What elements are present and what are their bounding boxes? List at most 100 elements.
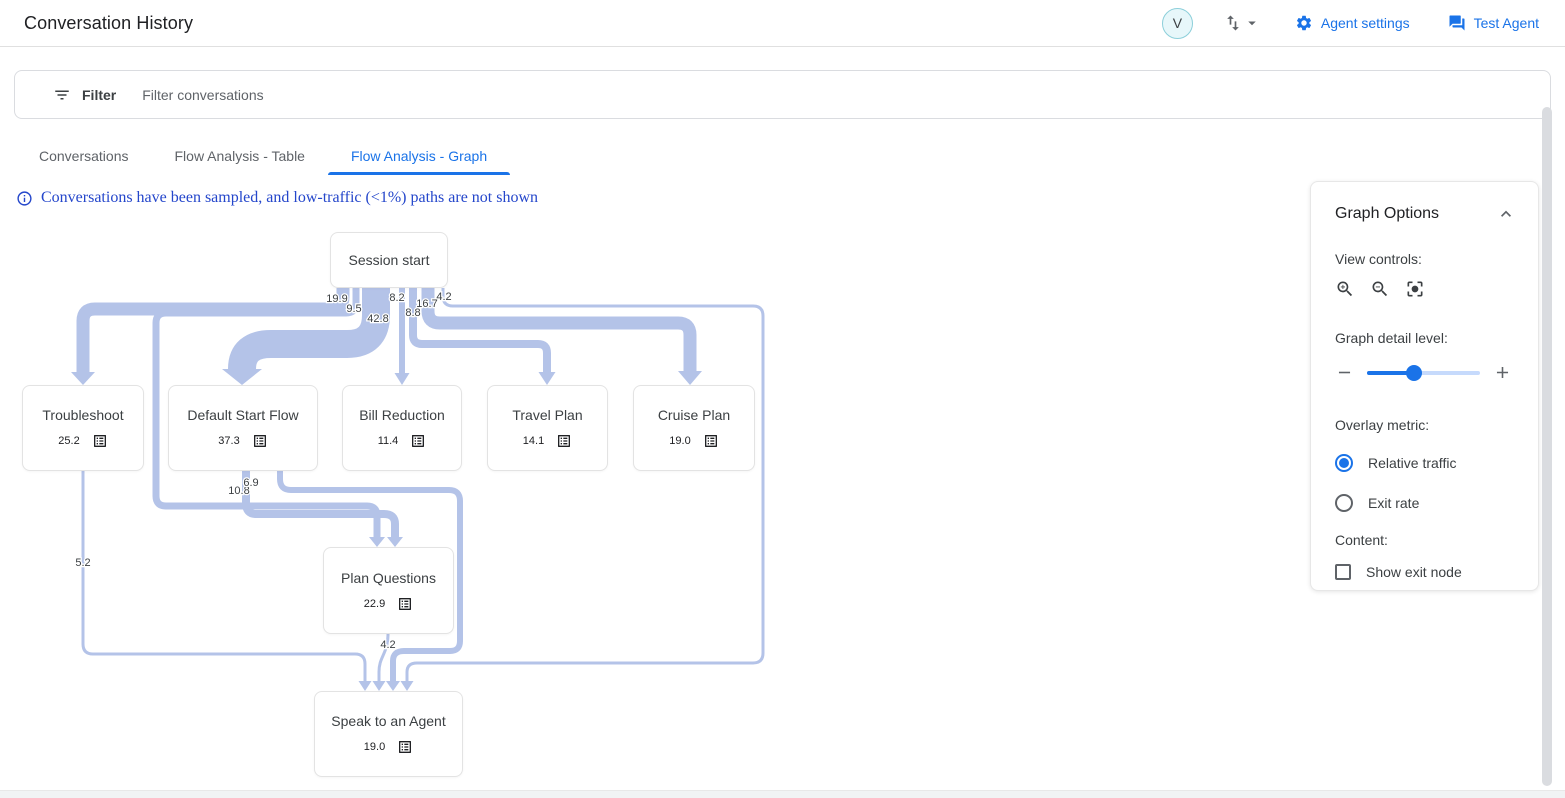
radio-relative-traffic[interactable]: Relative traffic [1335,443,1516,483]
flow-node-plan-questions[interactable]: Plan Questions 22.9 [323,547,454,634]
graph-detail-label: Graph detail level: [1335,330,1448,346]
edge-label: 6.9 [243,477,258,489]
flow-node-cruise-plan[interactable]: Cruise Plan 19.0 [633,385,755,471]
flow-node-bill-reduction[interactable]: Bill Reduction 11.4 [342,385,462,471]
edge-label: 9.5 [346,303,361,315]
node-traffic-value: 11.4 [377,435,399,447]
checkbox-show-exit-node[interactable] [1335,564,1351,580]
filter-input-placeholder[interactable]: Filter conversations [142,86,264,103]
list-alt-icon[interactable] [703,433,719,449]
node-title: Speak to an Agent [331,713,446,729]
node-title: Session start [348,252,430,268]
overlay-metric-label: Overlay metric: [1335,417,1430,433]
center-focus-icon[interactable] [1405,279,1425,299]
graph-detail-slider[interactable] [1367,364,1480,381]
node-title: Bill Reduction [359,407,445,423]
test-agent-button[interactable]: Test Agent [1448,14,1539,32]
flow-edge-session-start-to-cruise-plan [421,288,697,371]
flow-edge-arrowhead [372,681,386,691]
list-alt-icon[interactable] [92,433,108,449]
flow-edge-session-start-to-default-start-flow [228,288,390,371]
content-label: Content: [1335,532,1388,548]
agent-settings-button[interactable]: Agent settings [1295,14,1410,32]
list-alt-icon[interactable] [397,596,413,612]
flow-node-speak-to-an-agent[interactable]: Speak to an Agent 19.0 [314,691,463,777]
node-value-row: 19.0 [669,433,718,449]
agent-settings-label: Agent settings [1320,15,1410,31]
sampling-notice: Conversations have been sampled, and low… [16,189,538,207]
graph-detail-slider-row [1335,363,1516,382]
slider-thumb[interactable] [1406,364,1423,381]
edge-label: 42.8 [367,313,388,325]
node-title: Troubleshoot [42,407,124,423]
filter-bar[interactable]: Filter Filter conversations [14,70,1551,119]
node-title: Default Start Flow [187,407,299,423]
edge-label: 4.2 [380,639,395,651]
view-controls-label: View controls: [1335,251,1422,267]
checkbox-row-show-exit-node[interactable]: Show exit node [1335,564,1516,580]
flow-edge-arrowhead [358,681,372,691]
flow-node-troubleshoot[interactable]: Troubleshoot 25.2 [22,385,144,471]
node-value-row: 11.4 [378,433,427,449]
node-traffic-value: 37.3 [218,435,240,447]
zoom-out-icon[interactable] [1370,279,1390,299]
node-title: Travel Plan [512,407,583,423]
list-alt-icon[interactable] [556,433,572,449]
radio-button-exit-rate[interactable] [1335,494,1353,512]
node-value-row: 19.0 [364,739,413,755]
minus-icon[interactable] [1335,363,1354,382]
sort-button[interactable] [1223,13,1261,33]
node-title: Plan Questions [341,569,436,586]
edge-label: 16.7 [416,298,437,310]
radio-exit-rate[interactable]: Exit rate [1335,483,1516,523]
flow-edge-arrowhead [387,537,403,547]
node-traffic-value: 25.2 [58,435,80,447]
avatar[interactable]: V [1161,7,1193,39]
flow-node-travel-plan[interactable]: Travel Plan 14.1 [487,385,608,471]
node-value-row: 22.9 [364,596,413,612]
chevron-up-icon[interactable] [1496,204,1516,224]
node-traffic-value: 14.1 [522,435,545,447]
node-title: Cruise Plan [657,407,731,423]
flow-edge-session-start-to-troubleshoot [76,288,350,372]
plus-icon[interactable] [1493,363,1512,382]
radio-label: Exit rate [1368,495,1420,511]
content-options: Show exit node [1335,564,1516,580]
bottom-scrollbar-track [0,790,1565,798]
tab-conversations[interactable]: Conversations [39,147,129,164]
sort-arrows-icon [1223,13,1243,33]
flow-edge-arrowhead [222,369,262,385]
list-alt-icon[interactable] [397,739,413,755]
list-alt-icon[interactable] [252,433,268,449]
edge-label: 19.9 [326,293,347,305]
flow-edge-arrowhead [369,537,385,547]
chevron-down-icon [1243,14,1261,32]
flow-node-session-start[interactable]: Session start [330,232,448,288]
vertical-scrollbar[interactable] [1542,107,1552,786]
node-value-row: 25.2 [58,433,107,449]
flow-edge-session-start-to-travel-plan [409,288,551,372]
list-alt-icon[interactable] [410,433,426,449]
node-traffic-value: 19.0 [669,435,691,447]
flow-edge-arrowhead [400,681,414,691]
view-controls [1335,279,1516,299]
radio-label: Relative traffic [1368,455,1457,471]
node-traffic-value: 19.0 [363,741,386,753]
zoom-in-icon[interactable] [1335,279,1355,299]
info-icon [16,190,33,207]
node-traffic-value: 22.9 [363,597,386,610]
filter-label: Filter [82,86,117,103]
flow-edge-plan-questions-to-speak-to-an-agent [377,633,390,681]
tab-flow-analysis-graph[interactable]: Flow Analysis - Graph [327,136,511,175]
edge-label: 8.8 [405,307,420,319]
slider-fill [1367,370,1415,375]
tab-flow-analysis-table[interactable]: Flow Analysis - Table [174,147,305,164]
edge-label: 5.2 [75,557,90,569]
radio-button-relative-traffic[interactable] [1335,454,1353,472]
flow-edge-arrowhead [71,372,95,385]
node-value-row: 37.3 [218,433,267,449]
flow-node-default-start-flow[interactable]: Default Start Flow 37.3 [168,385,318,471]
flow-edge-arrowhead [538,372,556,385]
flow-edge-default-start-flow-to-plan-questions [242,471,399,537]
page-title: Conversation History [24,12,194,33]
